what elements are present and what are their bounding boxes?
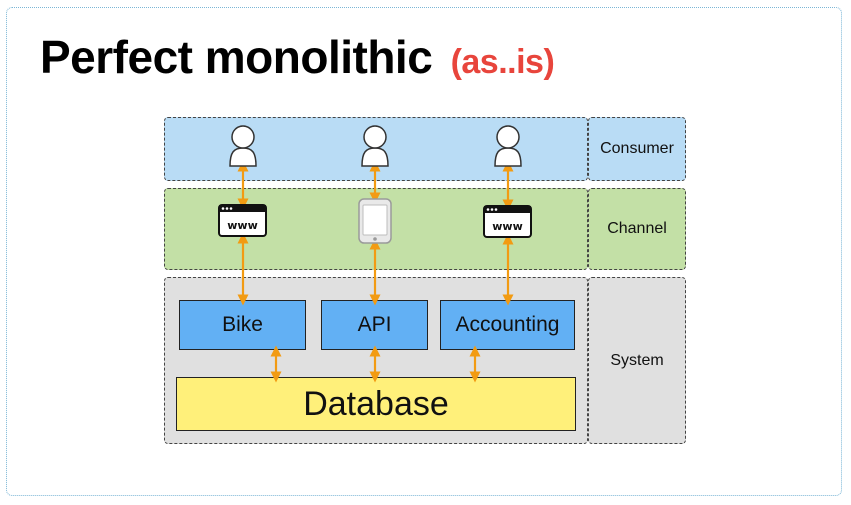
browser-text: www <box>227 219 258 232</box>
user-icon <box>494 125 522 167</box>
slide-frame <box>6 7 842 496</box>
browser-www-icon: www <box>483 205 532 238</box>
system-layer-label: System <box>588 277 686 444</box>
title-main: Perfect monolithic <box>40 31 433 83</box>
bike-service: Bike <box>179 300 306 350</box>
browser-text: www <box>492 220 523 233</box>
database: Database <box>176 377 576 431</box>
title-subtitle: (as..is) <box>450 43 555 81</box>
browser-www-icon: www <box>218 204 267 237</box>
consumer-layer-label: Consumer <box>588 117 686 181</box>
user-icon <box>361 125 389 167</box>
user-icon <box>229 125 257 167</box>
accounting-service: Accounting <box>440 300 575 350</box>
api-service: API <box>321 300 428 350</box>
channel-layer-label: Channel <box>588 188 686 270</box>
mobile-phone-icon <box>358 198 392 244</box>
page-title: Perfect monolithic (as..is) <box>40 30 555 84</box>
